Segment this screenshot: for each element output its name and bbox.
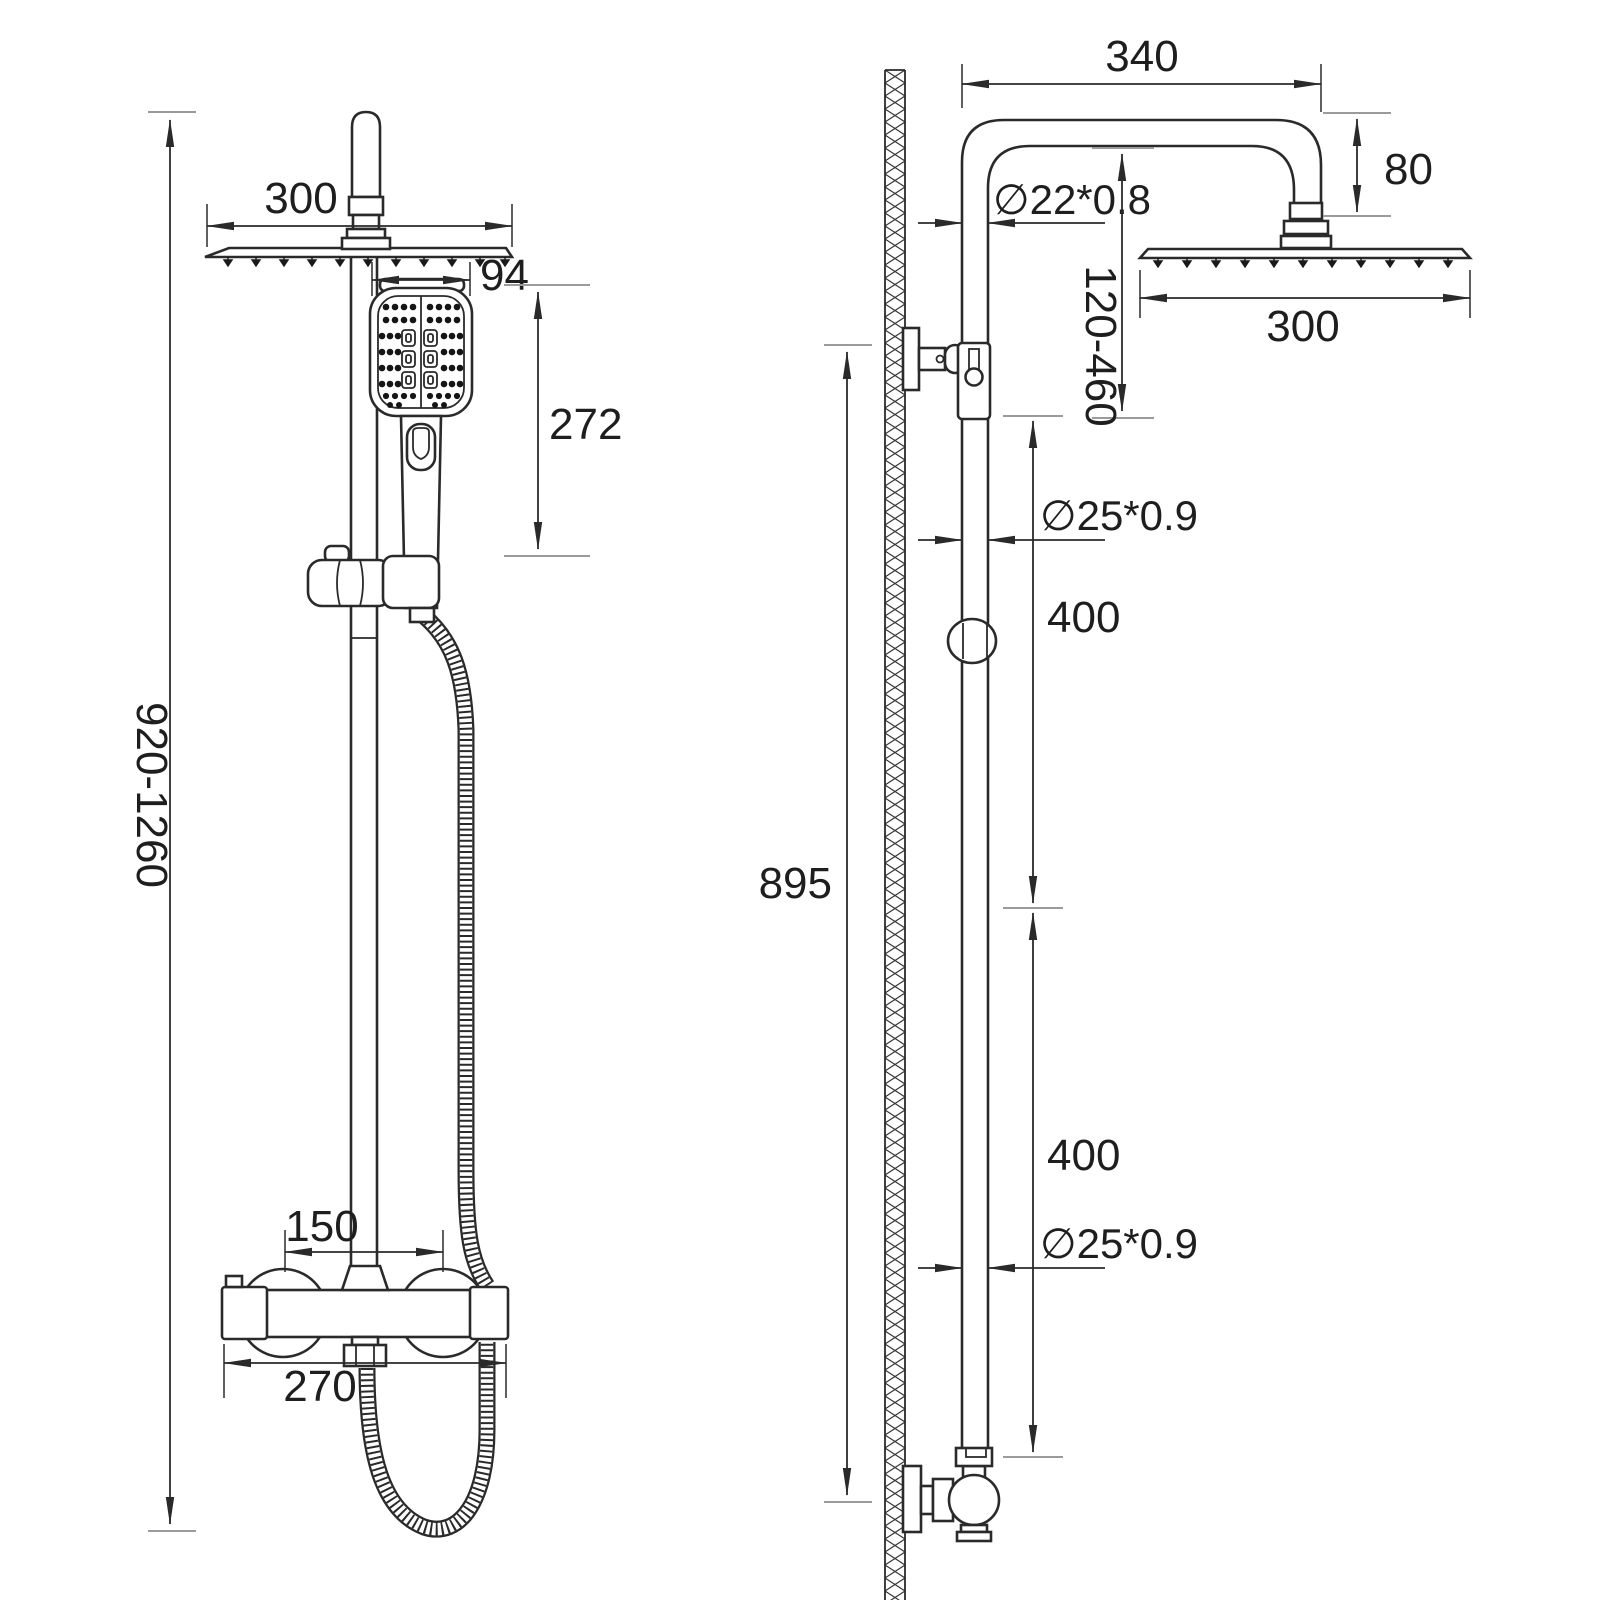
front-view: 920-1260 300 94 272 150 — [127, 110, 622, 1532]
side-view: 340 80 ∅22*0.8 120-460 300 — [759, 32, 1473, 1600]
dim-hand-shower-width-label: 94 — [480, 251, 529, 300]
dim-rain-head-depth-label: 300 — [1266, 302, 1339, 351]
slide-clamp-side — [946, 617, 998, 665]
dim-riser-diameter-lower-label: ∅25*0.9 — [1040, 1220, 1198, 1267]
dim-head-offset-range-label: 120-460 — [1076, 265, 1125, 426]
dim-rain-head-depth: 300 — [1139, 270, 1471, 351]
shower-hose — [424, 616, 487, 1286]
nozzles-front — [222, 257, 511, 268]
spray-nozzle-dots — [378, 303, 464, 408]
slide-bracket — [306, 544, 441, 624]
dim-head-offset-range: 120-460 — [1076, 147, 1154, 427]
dim-riser-lower-length-label: 400 — [1047, 1131, 1120, 1180]
dim-overall-height: 920-1260 — [127, 111, 196, 1532]
shower-arm-side — [960, 118, 1323, 343]
valve-knob-side — [947, 1473, 1001, 1527]
dim-valve-overall-width-label: 270 — [283, 1362, 356, 1411]
valve-side — [901, 1446, 1001, 1543]
shower-hose-loop — [367, 1342, 487, 1529]
dim-riser-upper-length-label: 400 — [1047, 593, 1120, 642]
dim-riser-diameter-upper-label: ∅25*0.9 — [1040, 492, 1198, 539]
dim-overall-height-label: 920-1260 — [127, 702, 176, 888]
rain-shower-head-side — [1137, 247, 1473, 269]
dim-arm-reach-label: 340 — [1105, 32, 1178, 81]
dim-arm-reach: 340 — [961, 32, 1322, 112]
mode-button — [405, 422, 437, 472]
riser-pipe-side — [960, 343, 990, 1448]
dim-rain-head-width: 300 — [206, 174, 513, 247]
nozzles-side — [1152, 258, 1454, 269]
dim-rain-head-width-label: 300 — [264, 174, 337, 223]
bracket-lock-lever — [964, 367, 984, 387]
dim-valve-overall-width: 270 — [223, 1344, 507, 1411]
dim-riser-upper-length: 400 — [1003, 415, 1120, 909]
head-connector-side — [1279, 201, 1333, 250]
dim-arm-drop-label: 80 — [1384, 145, 1433, 194]
dim-valve-center-spacing: 150 — [284, 1202, 444, 1272]
pipe-top-cap — [350, 110, 382, 199]
wall — [884, 69, 906, 1600]
dim-hand-shower-length: 272 — [504, 284, 622, 557]
rain-shower-head-front — [204, 110, 515, 268]
wall-bracket-side — [901, 326, 992, 421]
dim-upper-pipe-diameter: ∅22*0.8 — [918, 176, 1151, 228]
dim-valve-center-spacing-label: 150 — [285, 1202, 358, 1251]
dim-upper-pipe-diameter-label: ∅22*0.8 — [993, 176, 1151, 223]
center-mode-nozzles — [401, 329, 438, 389]
dim-wall-mount-height-label: 895 — [759, 859, 832, 908]
dim-wall-mount-height: 895 — [759, 344, 872, 1503]
dim-riser-diameter-upper: ∅25*0.9 — [918, 492, 1198, 545]
dim-hand-shower-width: 94 — [371, 251, 529, 300]
handle-holder-cup — [381, 554, 441, 610]
riser-pipe-front — [349, 257, 379, 1267]
thermostatic-valve-front — [220, 1264, 510, 1368]
dim-arm-drop: 80 — [1323, 112, 1433, 217]
dim-hand-shower-length-label: 272 — [549, 400, 622, 449]
dim-riser-diameter-lower: ∅25*0.9 — [918, 1220, 1198, 1273]
dim-riser-lower-length: 400 — [1003, 912, 1120, 1458]
